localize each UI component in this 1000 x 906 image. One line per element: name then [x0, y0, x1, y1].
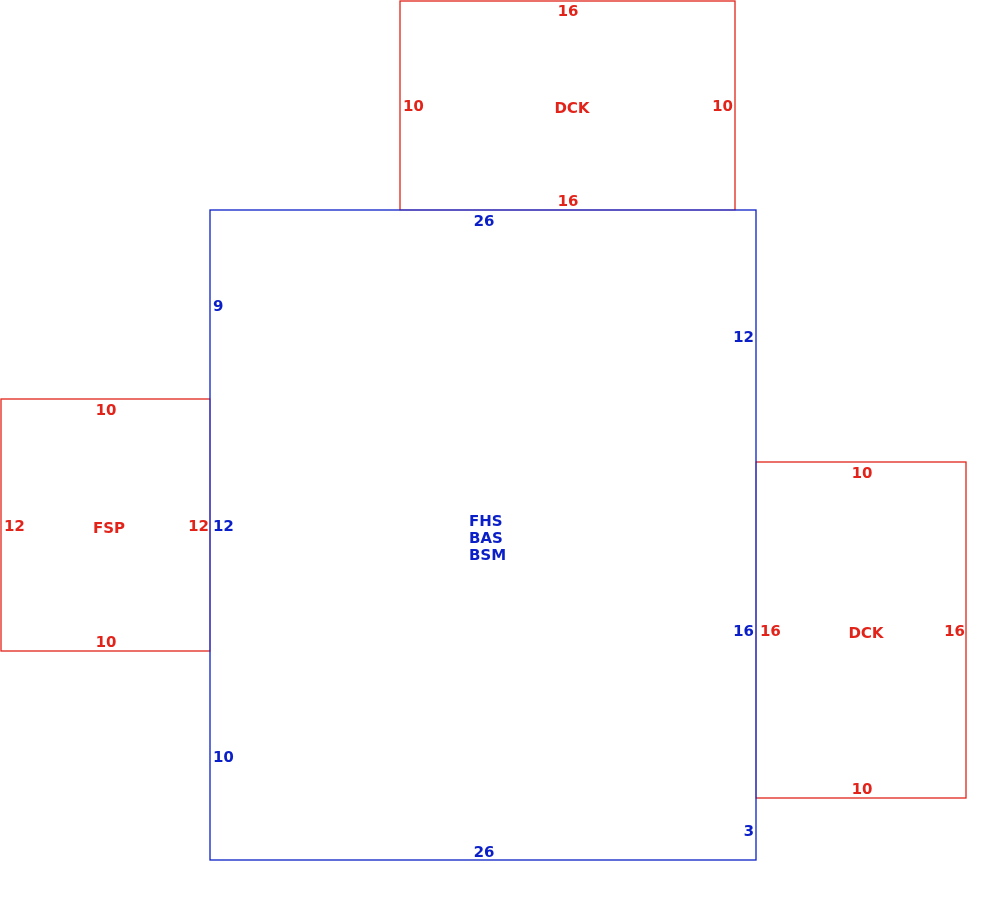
left-porch-dim-top: 10 — [96, 401, 117, 419]
main-dim-right-lower: 3 — [744, 822, 754, 840]
main-dim-left-middle: 12 — [213, 517, 234, 535]
right-deck-dim-right: 16 — [944, 622, 965, 640]
top-deck-dim-bottom: 16 — [558, 192, 579, 210]
right-deck-dim-left: 16 — [760, 622, 781, 640]
left-porch[interactable]: 10 10 12 12 FSP — [0, 398, 211, 652]
top-deck-dim-left: 10 — [403, 97, 424, 115]
top-deck-dim-right: 10 — [712, 97, 733, 115]
right-deck[interactable]: 10 10 16 16 DCK — [755, 461, 967, 799]
left-porch-code: FSP — [93, 519, 125, 537]
left-porch-dim-bottom: 10 — [96, 633, 117, 651]
main-dim-top: 26 — [474, 212, 495, 230]
top-deck-code: DCK — [554, 99, 590, 117]
left-porch-dim-left: 12 — [4, 517, 25, 535]
main-structure[interactable]: 26 26 9 12 10 12 16 3 FHS BAS BSM — [209, 209, 757, 861]
main-dim-right-upper: 12 — [733, 328, 754, 346]
right-deck-code: DCK — [848, 624, 884, 642]
main-dim-left-upper: 9 — [213, 297, 223, 315]
main-dim-bottom: 26 — [474, 843, 495, 861]
main-structure-outline — [209, 209, 757, 861]
top-deck-dim-top: 16 — [558, 2, 579, 20]
main-dim-right-middle: 16 — [733, 622, 754, 640]
top-deck[interactable]: 16 16 10 10 DCK — [399, 0, 736, 211]
main-code-2: BAS — [469, 529, 503, 547]
left-porch-dim-right: 12 — [188, 517, 209, 535]
right-deck-dim-bottom: 10 — [852, 780, 873, 798]
main-code-3: BSM — [469, 546, 506, 564]
main-code-1: FHS — [469, 512, 503, 530]
right-deck-dim-top: 10 — [852, 464, 873, 482]
main-dim-left-lower: 10 — [213, 748, 234, 766]
